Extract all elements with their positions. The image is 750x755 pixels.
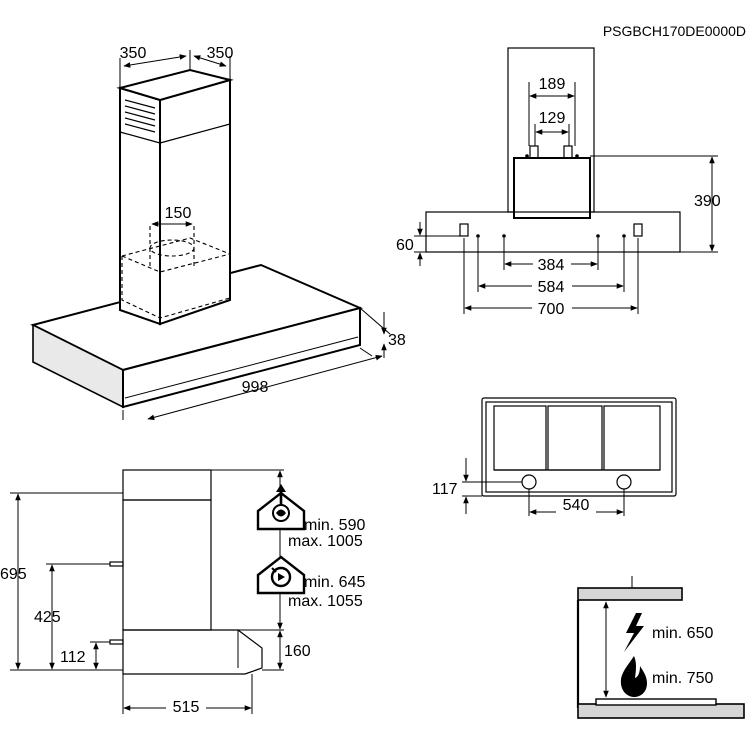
dim-hood-thickness: 38 [388, 332, 406, 349]
dim-hole-spacing-a: 384 [538, 257, 565, 274]
dim-hood-depth: 700 [538, 301, 565, 318]
dim-knob-spacing: 540 [563, 497, 590, 514]
side-view: 695 425 112 160 515 min. 590 max. 1005 [0, 469, 365, 716]
installed-hob [595, 698, 717, 706]
side-bracket-upper [109, 561, 124, 567]
installed-hood [577, 587, 683, 601]
dim-hole-offset: 60 [396, 237, 414, 254]
installation-view: min. 650 min. 750 [576, 576, 745, 719]
front-view: 189 129 390 60 384 584 700 [396, 47, 721, 318]
dim-bracket-height-side: 425 [34, 609, 61, 626]
recirculation-min: min. 645 [304, 574, 365, 591]
side-bracket-lower [109, 639, 124, 645]
recirculation-max: max. 1055 [288, 593, 363, 610]
hidden-motor-box [121, 226, 231, 319]
chimney-vent-slots [124, 99, 156, 133]
recirculation-mode-icon [256, 555, 306, 595]
product-code: PSGBCH170DE0000D [603, 23, 746, 39]
dim-bracket-spacing-inner: 129 [539, 110, 566, 127]
side-chimney-upper [122, 469, 212, 501]
dim-chimney-width-b: 350 [207, 45, 234, 62]
extraction-max: max. 1005 [288, 533, 363, 550]
dim-bracket-spacing-outer: 189 [539, 76, 566, 93]
installed-worktop [577, 703, 745, 719]
dim-lower-bracket-height: 112 [60, 649, 86, 666]
underside-outline [481, 397, 677, 497]
dim-canopy-height: 160 [284, 643, 311, 660]
dim-knob-height: 117 [432, 481, 458, 498]
bracket-hook-left [529, 145, 539, 159]
bracket-hook-right [563, 145, 573, 159]
hood-screw-left [459, 223, 469, 237]
filter-left [493, 405, 547, 471]
side-canopy [122, 629, 263, 675]
extraction-min: min. 590 [304, 517, 365, 534]
dim-bracket-height: 390 [694, 193, 721, 210]
underside-view: 117 540 [432, 397, 677, 516]
dim-chimney-width-a: 350 [120, 45, 147, 62]
control-knob-left [521, 474, 537, 490]
dim-total-height: 695 [0, 566, 27, 583]
dim-hood-width: 998 [242, 379, 269, 396]
filter-center [547, 405, 603, 471]
perspective-view: 350 350 150 998 38 [30, 45, 406, 421]
underside-inner [485, 401, 673, 493]
dim-side-depth: 515 [173, 699, 200, 716]
mounting-bracket [513, 157, 591, 219]
filter-right [603, 405, 661, 471]
chimney-front-face [159, 78, 231, 326]
control-knob-right [616, 474, 632, 490]
electric-min-distance: min. 650 [652, 625, 713, 642]
hood-screw-right [633, 223, 643, 237]
side-chimney-lower [122, 499, 212, 631]
gas-min-distance: min. 750 [652, 670, 713, 687]
front-hood-body [425, 211, 681, 253]
chimney-left-face [119, 86, 161, 326]
lightning-icon [624, 613, 644, 652]
extraction-mode-icon [256, 484, 306, 531]
dim-duct-diameter: 150 [165, 205, 192, 222]
dim-hole-spacing-b: 584 [538, 279, 565, 296]
flame-icon [620, 656, 647, 697]
